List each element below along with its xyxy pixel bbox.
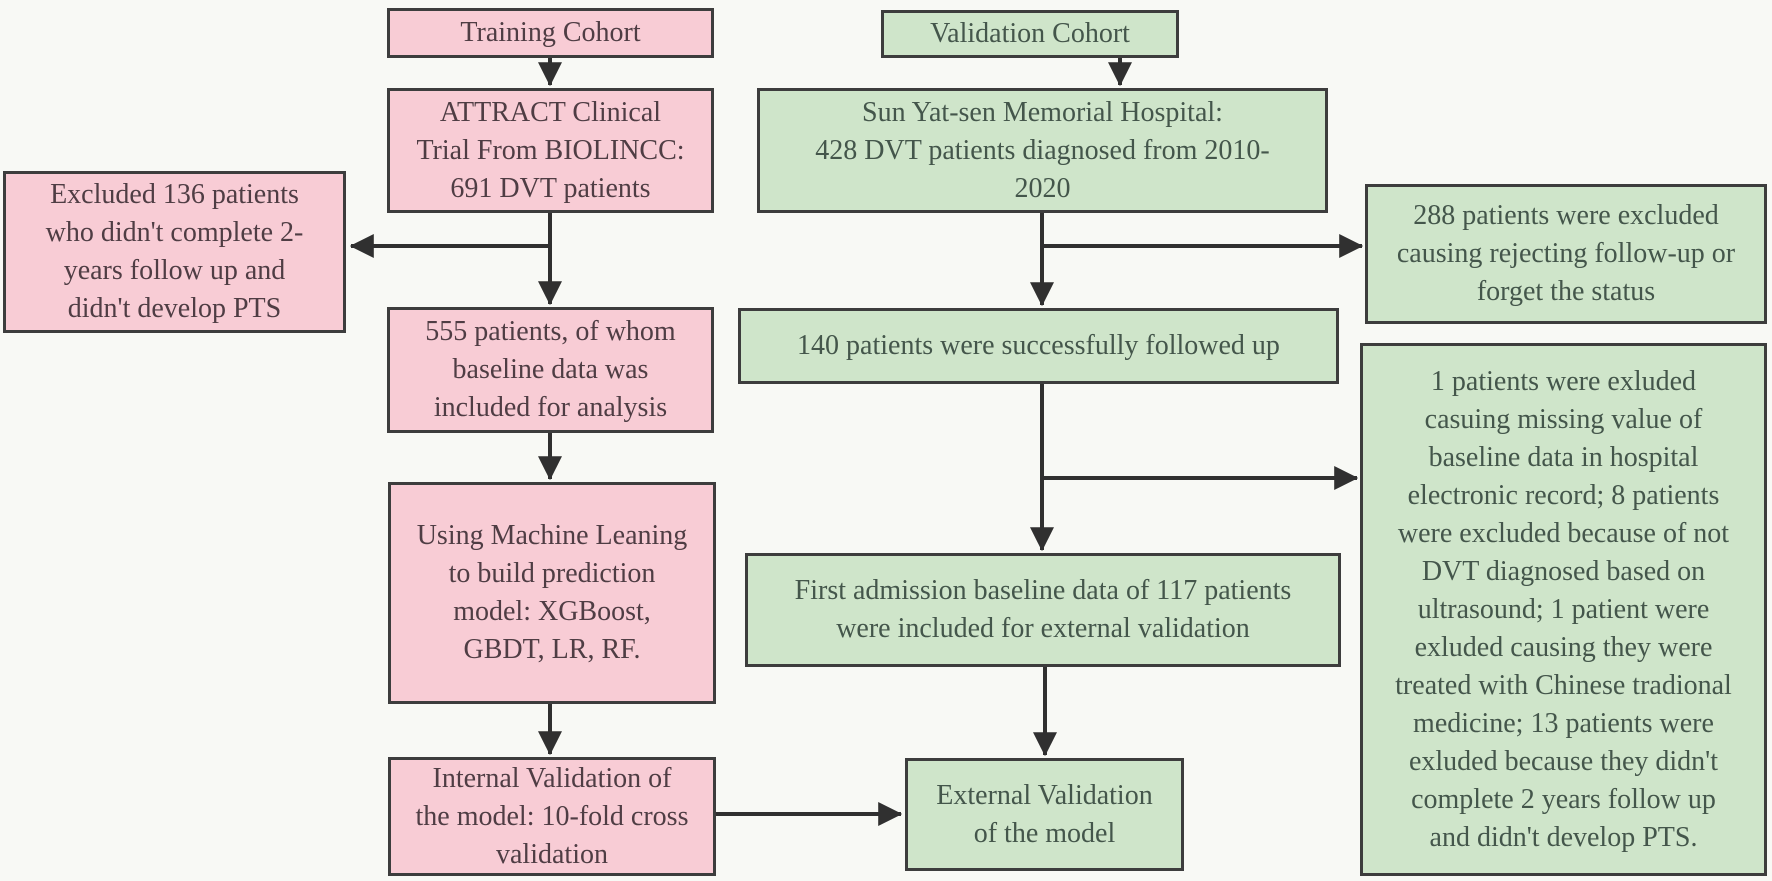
node-internal-validation: Internal Validation of the model: 10-fol… — [388, 757, 716, 876]
node-training-cohort-label: Training Cohort — [460, 17, 641, 48]
node-followed-140-label: 140 patients were successfully followed … — [797, 330, 1280, 361]
node-first-admission-117: First admission baseline data of 117 pat… — [745, 553, 1341, 667]
node-followed-140: 140 patients were successfully followed … — [738, 308, 1339, 384]
node-ml-model-label: Using Machine Leaning to build predictio… — [416, 520, 688, 665]
node-attract-trial: ATTRACT Clinical Trial From BIOLINCC: 69… — [387, 88, 714, 213]
node-validation-cohort-label: Validation Cohort — [930, 18, 1130, 49]
node-external-validation-label: External Validation of the model — [936, 779, 1153, 849]
node-excluded-details-label: 1 patients were exluded casuing missing … — [1395, 365, 1732, 853]
node-attract-trial-label: ATTRACT Clinical Trial From BIOLINCC: 69… — [416, 96, 685, 204]
node-first-admission-117-label: First admission baseline data of 117 pat… — [794, 575, 1292, 644]
node-excluded-288-label: 288 patients were excluded causing rejec… — [1396, 200, 1736, 307]
node-ml-model: Using Machine Leaning to build predictio… — [388, 482, 716, 704]
node-validation-cohort: Validation Cohort — [881, 10, 1179, 58]
node-training-cohort: Training Cohort — [387, 8, 714, 58]
node-included-555-label: 555 patients, of whom baseline data was … — [425, 316, 676, 423]
node-excluded-details: 1 patients were exluded casuing missing … — [1360, 343, 1767, 876]
node-sun-yat-sen-label: Sun Yat-sen Memorial Hospital: 428 DVT p… — [815, 96, 1270, 204]
node-excluded-136: Excluded 136 patients who didn't complet… — [3, 171, 346, 333]
node-excluded-288: 288 patients were excluded causing rejec… — [1365, 184, 1767, 324]
node-included-555: 555 patients, of whom baseline data was … — [387, 307, 714, 433]
node-excluded-136-label: Excluded 136 patients who didn't complet… — [45, 179, 304, 324]
node-external-validation: External Validation of the model — [905, 758, 1184, 871]
node-sun-yat-sen: Sun Yat-sen Memorial Hospital: 428 DVT p… — [757, 88, 1328, 213]
node-internal-validation-label: Internal Validation of the model: 10-fol… — [415, 762, 689, 870]
